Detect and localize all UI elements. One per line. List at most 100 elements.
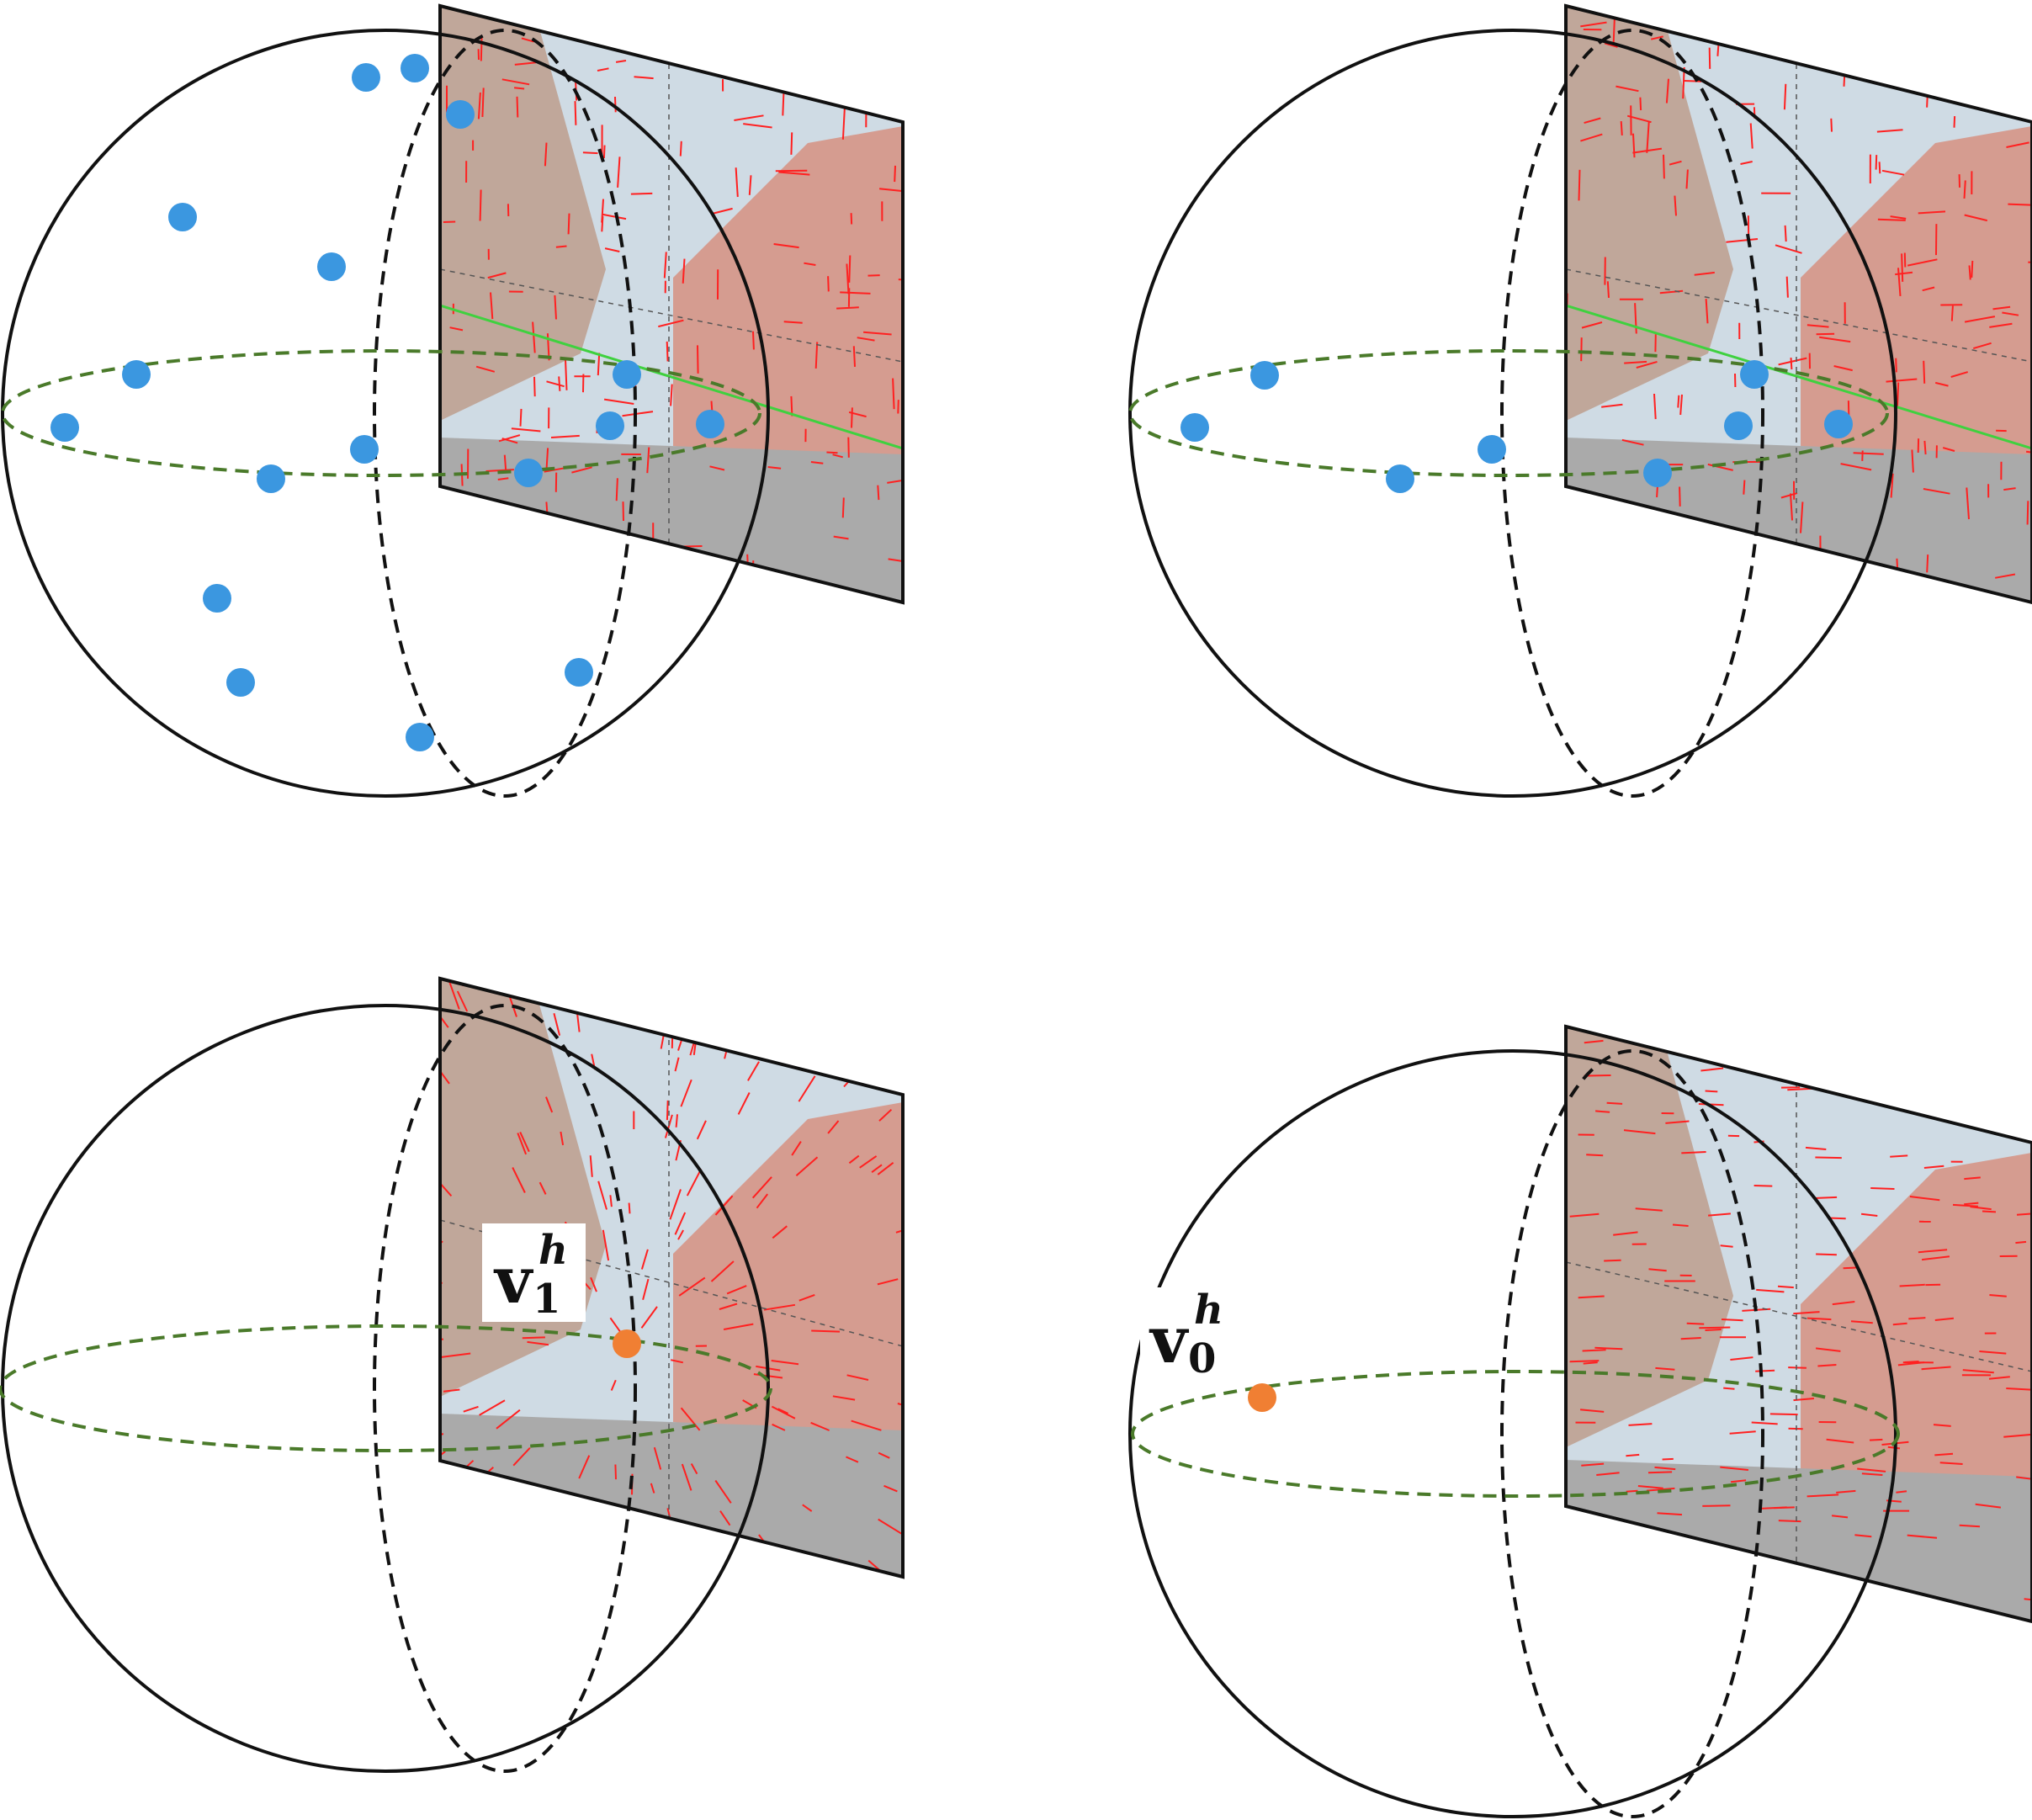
detected-line-segment [1719, 560, 1722, 571]
detected-line-segment [2003, 1434, 2031, 1438]
detected-line-segment [798, 1293, 815, 1302]
detected-line-segment [532, 321, 536, 353]
detected-line-segment [449, 326, 464, 332]
detected-line-segment [1648, 1268, 1667, 1272]
detected-line-segment [1853, 452, 1884, 455]
detected-line-segment [746, 554, 750, 582]
detected-line-segment [1788, 1366, 1807, 1369]
detected-line-segment [1860, 1212, 1878, 1217]
detected-line-segment [1950, 371, 1968, 378]
meridian-dashed [373, 29, 637, 798]
candidate-vanishing-point [203, 584, 231, 613]
detected-line-segment [713, 207, 733, 215]
detected-line-segment [848, 411, 867, 418]
detected-line-segment [846, 1456, 859, 1463]
detected-line-segment [628, 1202, 631, 1214]
meridian-dashed [373, 1004, 637, 1773]
detected-line-segment [1679, 394, 1683, 416]
label-superscript: h [1194, 1287, 1223, 1334]
detected-line-segment [1906, 72, 1920, 77]
detected-line-segment [1685, 169, 1689, 189]
detected-line-segment [804, 1000, 813, 1015]
detected-line-segment [1857, 1467, 1886, 1472]
detected-line-segment [1579, 1526, 1606, 1531]
detected-line-segment [671, 1003, 674, 1023]
detected-line-segment [1654, 1466, 1676, 1471]
detected-line-segment [1778, 357, 1807, 366]
detected-line-segment [640, 1306, 658, 1329]
detected-line-segment [475, 365, 496, 373]
detected-line-segment [1602, 1559, 1615, 1563]
detected-line-segment [1755, 1369, 1775, 1372]
detected-line-segment [1897, 268, 1902, 296]
detected-line-segment [802, 1504, 813, 1512]
detected-line-segment [1933, 1424, 1951, 1427]
detected-line-segment [676, 29, 681, 54]
detected-line-segment [646, 447, 650, 474]
detected-line-segment [506, 979, 515, 995]
detected-line-segment [578, 565, 603, 573]
detected-line-segment [1601, 403, 1623, 408]
detected-line-segment [601, 979, 604, 998]
detected-line-segment [897, 400, 899, 414]
detected-line-segment [1964, 1176, 1981, 1181]
detected-line-segment [698, 979, 706, 986]
detected-line-segment [480, 1558, 491, 1572]
detected-line-segment [602, 213, 627, 220]
detected-line-segment [463, 1405, 479, 1413]
detected-line-segment [1708, 47, 1711, 69]
label-main: v [493, 1243, 534, 1318]
detected-line-segment [516, 6, 535, 10]
detected-line-segment [674, 1212, 687, 1235]
detected-line-segment [1819, 336, 1851, 343]
detected-line-segment [1785, 276, 1789, 298]
detected-line-segment [710, 401, 714, 411]
detected-line-segment [690, 1463, 698, 1475]
detected-line-segment [1923, 488, 1950, 495]
detected-line-segment [771, 1360, 799, 1366]
detected-line-segment [1624, 360, 1647, 364]
detected-line-segment [741, 13, 745, 30]
detected-line-segment [1843, 71, 1846, 87]
selected-vanishing-point [613, 1329, 641, 1358]
detected-line-segment [508, 979, 516, 992]
detected-line-segment [440, 1175, 453, 1197]
label-subscript: 1 [533, 1276, 560, 1323]
detected-line-segment [1964, 214, 1988, 222]
detected-line-segment [634, 76, 654, 80]
vanishing-point-label: v 1 h [482, 1223, 586, 1323]
image-frame [438, 976, 905, 1579]
candidate-vanishing-point [401, 54, 429, 82]
detected-line-segment [1808, 586, 1812, 600]
detected-line-segment [1636, 360, 1658, 369]
detected-line-segment [640, 1249, 649, 1270]
detected-line-segment [1578, 1295, 1605, 1299]
label-background [482, 1223, 586, 1322]
detected-line-segment [1639, 97, 1642, 111]
detected-line-segment [1634, 303, 1637, 334]
label-background [1140, 1287, 1228, 1380]
detected-line-segment [1911, 449, 1914, 473]
detected-line-segment [1854, 1534, 1872, 1538]
detected-line-segment [1784, 225, 1787, 242]
image-frame [1564, 1024, 2032, 1624]
detected-line-segment [2008, 203, 2032, 206]
detected-line-segment [1973, 342, 1992, 350]
detected-line-segment [1918, 1249, 1948, 1254]
detected-line-segment [456, 990, 469, 1012]
label-superscript: h [539, 1227, 568, 1274]
detected-line-segment [857, 337, 875, 342]
detected-line-segment [1721, 1319, 1743, 1322]
detected-line-segment [666, 341, 669, 362]
detected-line-segment [1992, 305, 2011, 310]
detected-line-segment [768, 1547, 779, 1563]
detected-line-segment [773, 243, 799, 249]
detected-line-segment [560, 1547, 568, 1564]
detected-line-segment [617, 157, 621, 188]
detected-line-segment [778, 171, 810, 176]
detected-line-segment [1694, 271, 1715, 276]
candidate-vanishing-point [1724, 411, 1753, 440]
horizon-line [1566, 304, 2032, 450]
detected-line-segment [1955, 56, 1958, 82]
detected-line-segment [1775, 244, 1802, 254]
